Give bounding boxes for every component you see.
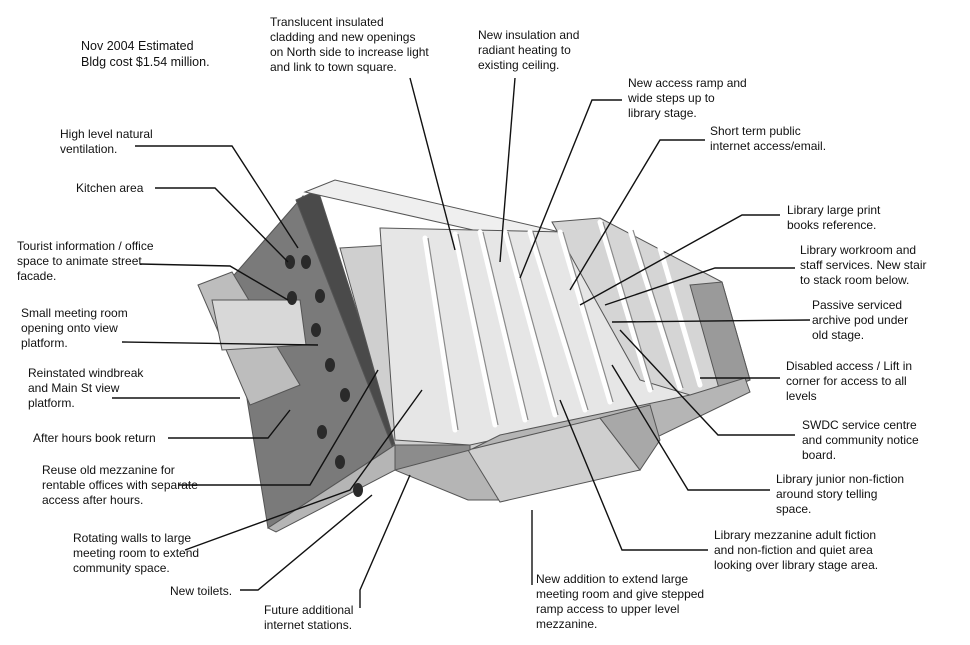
leader-reuse-mezzanine [178,369,379,486]
label-meeting-room: Small meeting room opening onto view pla… [21,306,128,350]
new-addition-side [599,404,661,471]
facade-windows [285,255,363,497]
leader-lines [112,77,811,608]
label-access-ramp: New access ramp and wide steps up to lib… [628,76,747,120]
label-rotating-walls: Rotating walls to large meeting room to … [73,531,200,575]
leader-rotating-walls [184,389,423,551]
label-large-print: Library large print books reference. [787,203,881,232]
windbreak-wall [211,299,307,351]
leader-tourist-info [139,263,289,301]
south-wall [394,444,471,471]
label-windbreak: Reinstated windbreak and Main St view pl… [28,366,144,410]
label-translucent-cladding: Translucent insulated cladding and new o… [270,15,429,74]
label-future-internet: Future additional internet stations. [264,603,354,632]
leader-junior-nonfiction [611,364,770,491]
label-new-insulation: New insulation and radiant heating to ex… [478,28,580,72]
label-kitchen: Kitchen area [76,181,144,195]
label-new-addition: New addition to extend large meeting roo… [536,572,705,631]
label-archive-pod: Passive serviced archive pod under old s… [812,298,909,342]
label-ventilation: High level natural ventilation. [60,127,153,156]
label-junior-nonfiction: Library junior non-fiction around story … [776,472,905,516]
leader-kitchen [155,187,289,263]
leader-swdc-centre [619,329,795,436]
leader-archive-pod [611,319,811,323]
leader-mezzanine-adult [559,399,708,551]
label-internet-access: Short term public internet access/email. [710,124,827,153]
stage-end-wall [689,281,751,393]
label-workroom: Library workroom and staff services. New… [800,243,927,287]
roof-truss-shadows [427,221,684,431]
label-new-toilets: New toilets. [170,584,233,598]
leader-translucent-cladding [409,77,456,251]
label-disabled-access: Disabled access / Lift in corner for acc… [786,359,913,403]
label-reuse-mezzanine: Reuse old mezzanine for rentable offices… [42,463,198,507]
leader-workroom [604,267,795,306]
leader-large-print [579,214,780,306]
leader-future-internet [359,474,411,608]
leader-new-insulation [499,77,516,263]
leader-access-ramp [519,99,622,279]
building-model [197,179,751,533]
roof-trusses [422,219,703,433]
leader-new-toilets [240,494,373,591]
leader-ventilation [135,145,299,249]
label-book-return: After hours book return [33,431,156,445]
leader-book-return [168,409,291,439]
label-tourist-info: Tourist information / office space to an… [17,239,154,283]
cost-estimate-note: Nov 2004 Estimated Bldg cost $1.54 milli… [81,39,210,69]
label-mezzanine-adult: Library mezzanine adult fiction and non-… [714,528,879,572]
leader-internet-access [569,139,705,291]
leader-meeting-room [121,341,319,346]
label-swdc-centre: SWDC service centre and community notice… [802,418,919,462]
